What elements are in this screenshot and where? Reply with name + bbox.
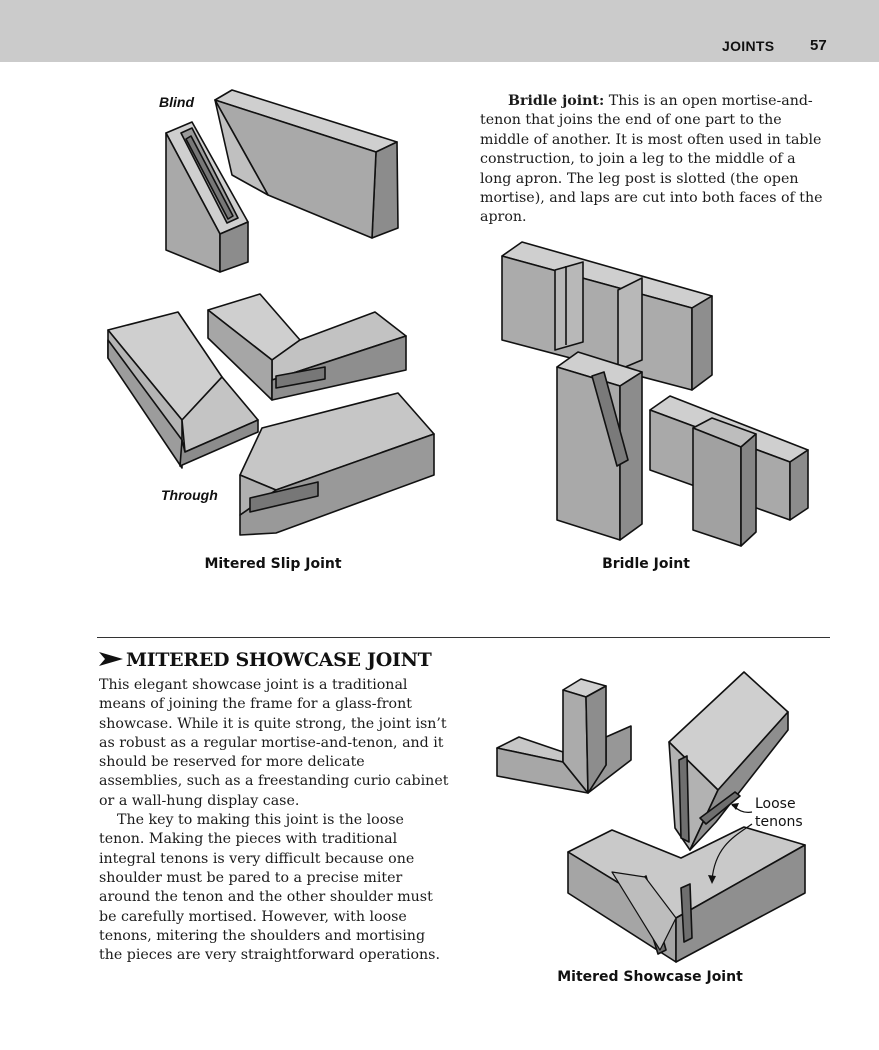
showcase-assembled-illustration — [496, 678, 632, 794]
through-label: Through — [161, 487, 218, 503]
page-number: 57 — [810, 37, 827, 54]
callout-line-2: tenons — [755, 814, 803, 830]
showcase-body: This elegant showcase joint is a traditi… — [99, 676, 449, 965]
showcase-upper-illustration — [668, 671, 789, 851]
bridle-term: Bridle joint: — [508, 93, 605, 109]
showcase-caption: Mitered Showcase Joint — [557, 969, 743, 985]
blind-slip-illustration — [165, 89, 399, 273]
section-divider — [97, 637, 830, 638]
showcase-paragraph-2: The key to making this joint is the loos… — [99, 812, 440, 964]
bridle-text: This is an open mortise-and-tenon that j… — [480, 93, 823, 226]
showcase-lower-illustration — [567, 826, 806, 963]
section-title: MITERED SHOWCASE JOINT — [126, 649, 432, 671]
arrow-bullet-icon — [99, 652, 123, 666]
bridle-caption: Bridle Joint — [602, 556, 690, 572]
blind-label: Blind — [159, 94, 194, 110]
section-heading: MITERED SHOWCASE JOINT — [99, 649, 432, 671]
bridle-illustration — [501, 241, 809, 547]
page-header — [0, 0, 879, 62]
bridle-paragraph: Bridle joint: This is an open mortise-an… — [480, 92, 830, 228]
through-slip-illustration — [107, 293, 435, 536]
section-running-head: JOINTS — [722, 38, 775, 54]
callout-line-1: Loose — [755, 796, 796, 812]
showcase-paragraph-1: This elegant showcase joint is a traditi… — [99, 677, 449, 809]
loose-tenons-callout: Loose tenons — [755, 795, 803, 831]
mitered-slip-caption: Mitered Slip Joint — [204, 556, 342, 572]
